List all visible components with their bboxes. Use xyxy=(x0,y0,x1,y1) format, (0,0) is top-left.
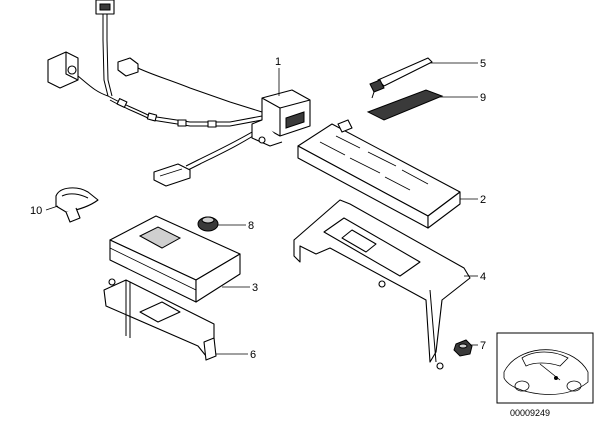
callout-10: 10 xyxy=(30,205,42,217)
wiring-harness xyxy=(47,0,263,187)
part-9-pad xyxy=(366,89,444,121)
leader-lines xyxy=(45,62,478,355)
callout-8: 8 xyxy=(248,220,254,232)
module-slot-2 xyxy=(349,157,381,174)
document-number: 00009249 xyxy=(510,408,550,418)
harness-top-connector-pin xyxy=(99,3,111,11)
harness-wire-c xyxy=(77,75,109,97)
inset-location-marker xyxy=(554,376,558,380)
callout-3: 3 xyxy=(252,282,258,294)
harness-bottom-connector-slot xyxy=(159,168,183,177)
part-1-connector-housing xyxy=(251,89,311,147)
callout-7: 7 xyxy=(480,340,486,352)
sensor-strip-head xyxy=(369,79,385,93)
harness-left-connector-socket xyxy=(67,65,77,75)
mounting-plate-bolt xyxy=(108,278,116,286)
harness-wire-a xyxy=(102,14,109,97)
clip-body xyxy=(55,187,99,213)
vehicle-inset xyxy=(496,332,594,404)
control-unit-side xyxy=(195,253,241,303)
part-4-bracket xyxy=(293,199,471,370)
sensor-strip-lead xyxy=(371,91,375,99)
module-tab xyxy=(337,119,353,133)
leader-10 xyxy=(45,205,59,211)
connector-housing-screw xyxy=(258,136,266,144)
module-slot-6 xyxy=(401,169,429,185)
callout-9: 9 xyxy=(480,92,486,104)
callout-5: 5 xyxy=(480,58,486,70)
inset-car-body xyxy=(503,349,589,395)
nut-hole xyxy=(458,343,468,349)
module-slot-5 xyxy=(367,151,397,167)
harness-branch-upper xyxy=(185,125,263,167)
inset-car-wheel-front xyxy=(514,380,530,392)
part-6-mounting-plate xyxy=(103,278,217,361)
callout-4: 4 xyxy=(480,271,486,283)
harness-small-plug xyxy=(117,57,139,77)
callout-numbers: 1 2 3 4 5 6 7 8 9 10 xyxy=(30,56,486,361)
inset-car-roof xyxy=(521,351,569,367)
harness-clip-1 xyxy=(116,98,128,108)
module-end-face xyxy=(427,191,461,229)
mounting-plate-slot xyxy=(139,301,181,323)
mounting-plate-stud xyxy=(203,337,217,361)
part-2-module xyxy=(297,119,461,229)
clip-ridge xyxy=(61,193,89,199)
part-7-nut xyxy=(453,339,473,357)
clip-tab xyxy=(65,207,81,223)
callout-2: 2 xyxy=(480,194,486,206)
part-8-grommet xyxy=(197,216,219,232)
part-10-clip xyxy=(55,187,99,223)
harness-clip-3 xyxy=(177,119,187,127)
harness-clip-4 xyxy=(207,120,217,128)
module-slot-1 xyxy=(319,141,346,156)
sensor-strip-body xyxy=(377,57,433,87)
bracket-slot xyxy=(341,229,377,253)
bracket-foot xyxy=(436,362,444,370)
module-slot-4 xyxy=(335,135,361,149)
connector-housing-port xyxy=(285,111,305,129)
grommet-top xyxy=(201,216,215,224)
inset-car-wheel-rear xyxy=(566,380,582,392)
harness-branch-lower xyxy=(187,129,263,171)
harness-clip-2 xyxy=(146,112,158,122)
bracket-hole xyxy=(378,280,386,288)
pad-body xyxy=(366,89,444,121)
callout-1: 1 xyxy=(275,56,281,68)
harness-wire-d xyxy=(137,67,263,113)
harness-wire-b xyxy=(106,14,113,97)
control-unit-seam xyxy=(109,247,197,291)
callout-6: 6 xyxy=(250,349,256,361)
part-5-sensor-strip xyxy=(369,57,433,99)
harness-bottom-connector xyxy=(153,163,191,187)
control-unit-label xyxy=(138,226,182,249)
harness-trunk-upper xyxy=(107,95,263,123)
part-3-control-unit xyxy=(109,215,241,303)
module-slot-3 xyxy=(384,176,411,191)
bracket-leg xyxy=(429,289,437,363)
